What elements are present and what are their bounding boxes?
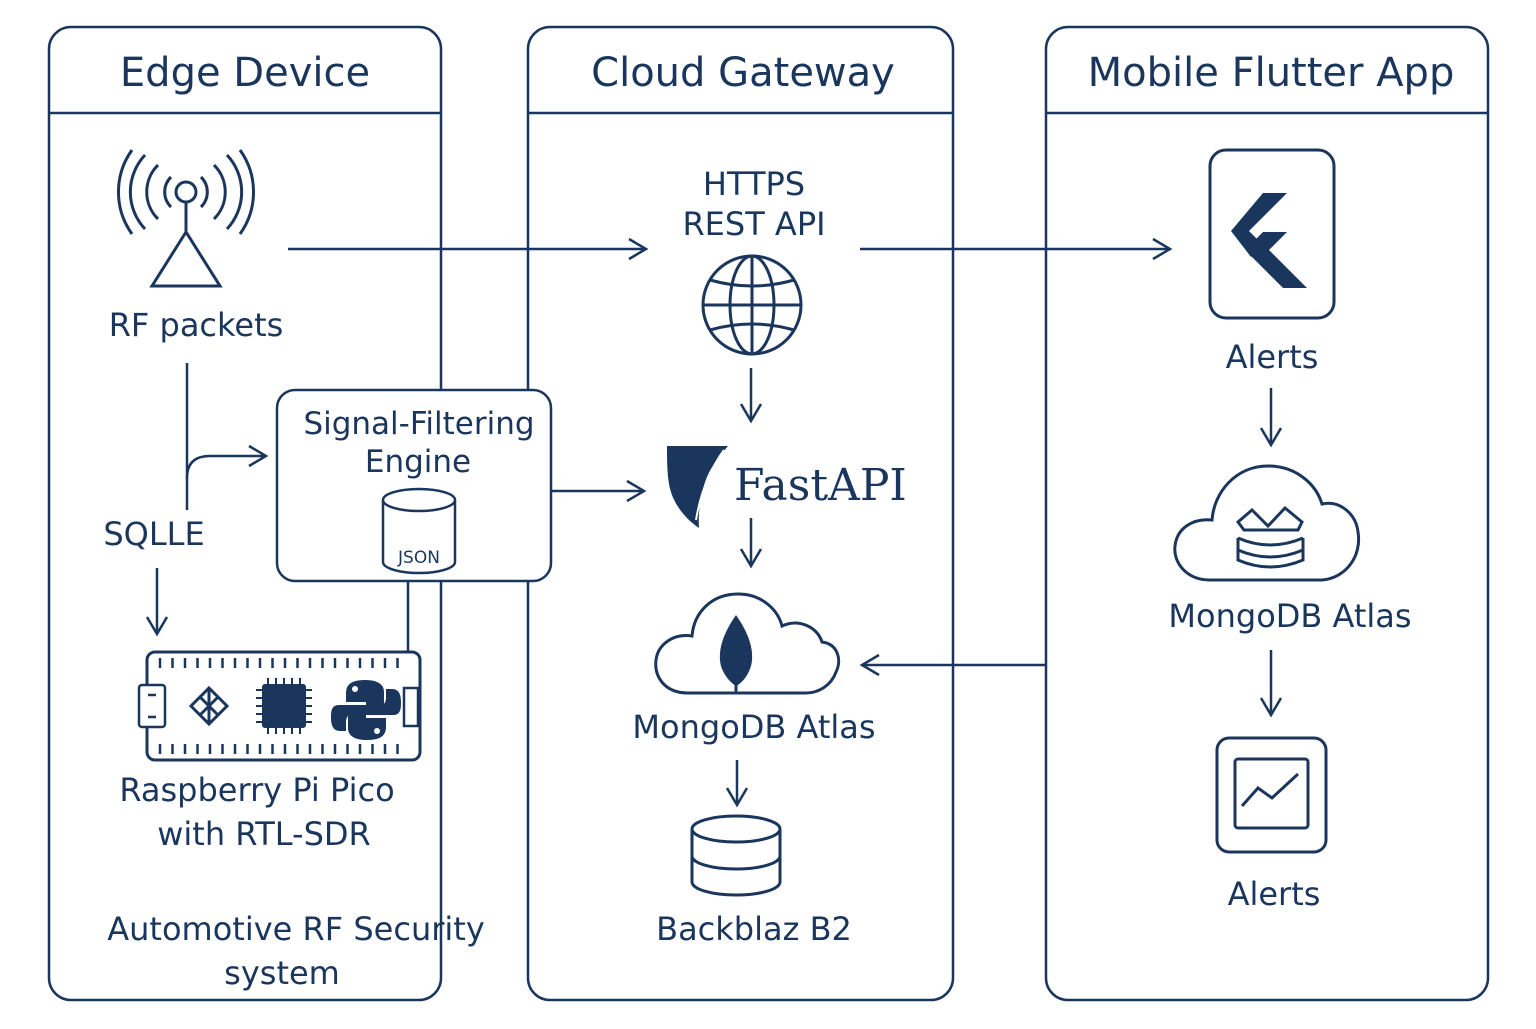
mongodb-leaf-icon bbox=[719, 615, 753, 694]
fastapi-logo: FastAPI bbox=[667, 446, 907, 528]
json-database-icon bbox=[381, 487, 457, 575]
edge-device-panel: Edge Device bbox=[47, 25, 443, 1002]
smartphone-icon bbox=[1208, 148, 1336, 320]
storage-label: Backblaz B2 bbox=[656, 910, 852, 948]
flutter-logo-icon bbox=[1231, 193, 1307, 288]
cloud-mongodb-label: MongoDB Atlas bbox=[632, 708, 875, 746]
filter-label-line2: Engine bbox=[365, 444, 471, 480]
raspberry-pi-pico-board bbox=[137, 650, 422, 762]
mobile-app-title: Mobile Flutter App bbox=[1088, 50, 1455, 96]
board-label-line2: with RTL-SDR bbox=[157, 815, 371, 853]
antenna-icon bbox=[117, 149, 255, 288]
mobile-mongodb-label: MongoDB Atlas bbox=[1168, 597, 1411, 635]
system-title-line2: system bbox=[224, 954, 340, 992]
alerts-top-label: Alerts bbox=[1226, 338, 1319, 376]
usb-port-icon bbox=[137, 683, 167, 729]
board-label-line1: Raspberry Pi Pico bbox=[119, 771, 394, 809]
api-label-line2: REST API bbox=[682, 205, 825, 243]
filter-label-line1: Signal-Filtering bbox=[303, 406, 534, 442]
alerts-bottom-label: Alerts bbox=[1228, 875, 1321, 913]
sqlite-label: SQLLE bbox=[103, 515, 204, 553]
rf-packets-label: RF packets bbox=[109, 306, 284, 344]
json-label: JSON bbox=[397, 548, 440, 568]
line-chart-icon bbox=[1215, 736, 1328, 854]
python-logo-icon bbox=[331, 680, 401, 740]
fastapi-label: FastAPI bbox=[734, 460, 907, 511]
system-title-line1: Automotive RF Security bbox=[107, 910, 485, 948]
raspberry-logo-icon bbox=[188, 685, 230, 727]
edge-device-title: Edge Device bbox=[120, 50, 370, 96]
chip-icon bbox=[256, 678, 312, 734]
cloud-gateway-title: Cloud Gateway bbox=[591, 50, 895, 96]
signal-filtering-engine-box: Signal-Filtering Engine JSON bbox=[275, 388, 553, 583]
mobile-app-panel: Mobile Flutter App bbox=[1044, 25, 1490, 1002]
database-icon bbox=[690, 814, 782, 897]
crown-database-icon bbox=[1235, 505, 1305, 569]
api-label-line1: HTTPS bbox=[703, 165, 805, 203]
feather-icon bbox=[667, 446, 728, 528]
rf-to-filter-connector bbox=[185, 363, 269, 510]
globe-icon bbox=[701, 254, 803, 356]
